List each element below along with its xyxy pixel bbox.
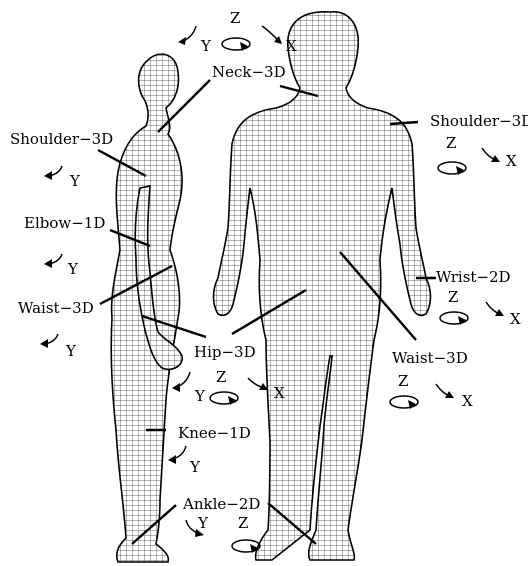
- wrist-x-axis: X: [510, 310, 521, 328]
- label-elbow: Elbow−1D: [24, 214, 105, 232]
- knee-y-axis: Y: [189, 458, 201, 476]
- label-hip: Hip−3D: [194, 343, 256, 361]
- waist-right-z-rotation-arrow: [390, 396, 418, 408]
- neck-z-axis: Z: [230, 9, 240, 27]
- shoulder-right-z-axis: Z: [446, 134, 456, 152]
- neck-z-rotation-arrow: [222, 38, 250, 50]
- shoulder-left-y-axis: Y: [69, 172, 81, 190]
- label-waist-left: Waist−3D: [18, 299, 94, 317]
- label-shoulder-left: Shoulder−3D: [10, 130, 113, 148]
- label-knee: Knee−1D: [178, 424, 251, 442]
- waist-left-y-axis: Y: [65, 342, 77, 360]
- neck-x-axis: X: [286, 37, 297, 55]
- front-view-body: [214, 12, 431, 560]
- hip-x-axis: X: [274, 384, 285, 402]
- label-wrist: Wrist−2D: [436, 268, 511, 286]
- ankle-z-rotation-arrow: [232, 540, 260, 552]
- ankle-y-axis: Y: [197, 514, 209, 532]
- hip-z-rotation-arrow: [210, 392, 238, 404]
- waist-right-x-axis: X: [462, 392, 473, 410]
- waist-right-z-axis: Z: [398, 372, 408, 390]
- neck-y-axis: Y: [200, 37, 212, 55]
- elbow-y-axis: Y: [67, 260, 79, 278]
- label-ankle: Ankle−2D: [182, 495, 260, 513]
- label-shoulder-right: Shoulder−3D: [430, 112, 528, 130]
- shoulder-right-z-rotation-arrow: [438, 162, 466, 174]
- ankle-z-axis: Z: [238, 514, 248, 532]
- shoulder-right-x-axis: X: [506, 152, 517, 170]
- side-view-body: [111, 54, 182, 562]
- hip-z-axis: Z: [216, 368, 226, 386]
- label-waist-right: Waist−3D: [392, 349, 468, 367]
- wrist-z-rotation-arrow: [440, 312, 468, 324]
- wrist-z-axis: Z: [448, 288, 458, 306]
- label-neck: Neck−3D: [212, 63, 286, 81]
- hip-y-axis: Y: [194, 387, 206, 405]
